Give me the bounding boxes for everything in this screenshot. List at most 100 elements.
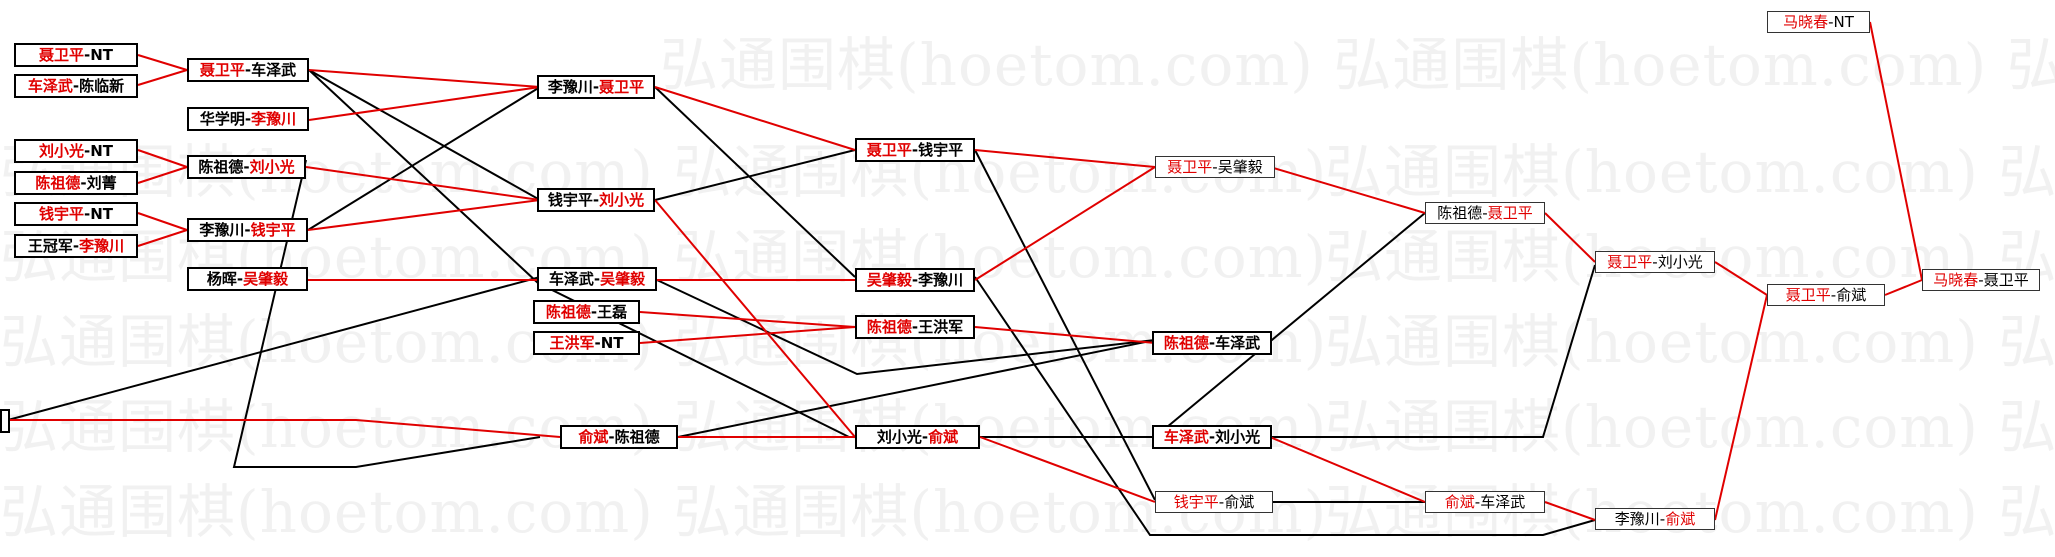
player-name: 陈祖德: [198, 157, 244, 176]
player-name: 俞斌: [578, 427, 609, 446]
bracket-connector: [654, 199, 856, 438]
bracket-connector: [1544, 501, 1596, 521]
match-box: 钱宇平-俞斌: [1155, 491, 1273, 513]
separator: -: [1828, 12, 1834, 31]
bracket-connector: [654, 149, 856, 201]
bracket-connector: [974, 166, 1156, 281]
bracket-connector: [232, 159, 541, 468]
match-box: 聂卫平-钱宇平: [855, 138, 975, 162]
match-box: 车泽武-吴肇毅: [537, 267, 657, 291]
player-name: NT: [1833, 12, 1854, 31]
bracket-connector: [1884, 279, 1923, 296]
player-name: 车泽武: [27, 76, 73, 95]
player-name: 聂卫平: [1167, 157, 1213, 176]
player-name: 陈祖德: [614, 427, 660, 446]
separator: -: [244, 109, 252, 128]
match-box: 陈祖德-车泽武: [1152, 331, 1272, 355]
bracket-connector: [1544, 212, 1596, 263]
player-name: 俞斌: [1224, 492, 1255, 511]
player-name: 王洪军: [549, 333, 595, 352]
separator: -: [72, 236, 80, 255]
player-name: 车泽武: [548, 269, 594, 288]
player-name: 刘菁: [86, 173, 117, 192]
player-name: 杨晖: [206, 269, 237, 288]
match-box: 马晓春-NT: [1767, 11, 1870, 33]
separator: -: [911, 270, 919, 289]
separator: -: [83, 45, 91, 64]
bracket-connector: [137, 229, 188, 247]
match-box: 华学明-李豫川: [187, 107, 309, 131]
bracket-connector: [1269, 436, 1426, 503]
match-box: 吴肇毅-李豫川: [855, 268, 975, 292]
player-name: 陈祖德: [866, 317, 912, 336]
bracket-connector: [974, 149, 1156, 501]
bracket-connector: [308, 69, 541, 88]
player-name: 钱宇平: [918, 140, 964, 159]
match-box: 王洪军-NT: [533, 331, 640, 355]
match-box: 陈祖德-刘菁: [14, 171, 138, 195]
bracket-connector: [307, 199, 541, 231]
player-name: 聂卫平: [1785, 285, 1831, 304]
match-box: 李豫川-聂卫平: [537, 75, 655, 99]
separator: -: [592, 77, 600, 96]
player-name: 钱宇平: [1173, 492, 1219, 511]
bracket-connector: [308, 86, 541, 121]
match-box: 钱宇平-NT: [14, 202, 138, 226]
player-name: 陈祖德: [1163, 333, 1209, 352]
separator: -: [1474, 492, 1481, 511]
player-name: 车泽武: [251, 60, 297, 79]
bracket-connector: [1269, 166, 1426, 214]
player-name: 王冠军: [27, 236, 73, 255]
bracket-connector: [7, 276, 541, 421]
player-name: 聂卫平: [1607, 252, 1653, 271]
match-box: 陈祖德-刘小光: [187, 155, 306, 179]
match-box: 李豫川-钱宇平: [187, 218, 308, 242]
separator: -: [236, 269, 244, 288]
player-name: 李豫川: [547, 77, 593, 96]
match-box: 陈祖德-王磊: [533, 300, 640, 324]
bracket-connector: [1714, 294, 1768, 521]
bracket-connector: [8, 419, 561, 438]
separator: -: [80, 173, 87, 192]
match-box: 李豫川-俞斌: [1595, 508, 1715, 530]
separator: -: [83, 141, 91, 160]
match-box: 聂卫平-俞斌: [1767, 284, 1885, 306]
bracket-connector: [137, 212, 188, 231]
match-box: 聂卫平-吴肇毅: [1155, 156, 1275, 178]
player-name: NT: [600, 333, 624, 352]
separator: -: [911, 317, 919, 336]
separator: -: [1208, 427, 1216, 446]
separator: -: [244, 220, 251, 239]
player-name: 陈祖德: [1437, 203, 1483, 222]
player-name: 李豫川: [251, 109, 297, 128]
player-name: 刘小光: [1657, 252, 1703, 271]
player-name: 刘小光: [876, 427, 922, 446]
separator: -: [608, 427, 615, 446]
player-name: 俞斌: [928, 427, 959, 446]
match-box: 俞斌-车泽武: [1425, 491, 1545, 513]
player-name: 俞斌: [1444, 492, 1475, 511]
bracket-connector: [1714, 261, 1768, 296]
separator: -: [592, 190, 600, 209]
player-name: 聂卫平: [866, 140, 912, 159]
separator: -: [72, 76, 80, 95]
player-name: 钱宇平: [250, 220, 296, 239]
player-name: 车泽武: [1163, 427, 1209, 446]
player-name: 钱宇平: [547, 190, 593, 209]
bracket-connector: [1154, 212, 1426, 438]
separator: -: [594, 333, 601, 352]
player-name: NT: [90, 45, 114, 64]
player-name: 钱宇平: [38, 204, 84, 223]
player-name: 聂卫平: [1983, 270, 2029, 289]
bracket-connector: [654, 86, 856, 278]
player-name: NT: [90, 204, 114, 223]
match-box: 车泽武-陈临新: [14, 74, 138, 98]
separator: -: [1652, 252, 1658, 271]
player-name: 王磊: [597, 302, 628, 321]
bracket-connector: [1270, 264, 1596, 438]
bracket-connector: [305, 166, 541, 201]
bracket-connector: [974, 149, 1156, 168]
player-name: 刘小光: [38, 141, 84, 160]
bracket-connector: [308, 69, 850, 438]
